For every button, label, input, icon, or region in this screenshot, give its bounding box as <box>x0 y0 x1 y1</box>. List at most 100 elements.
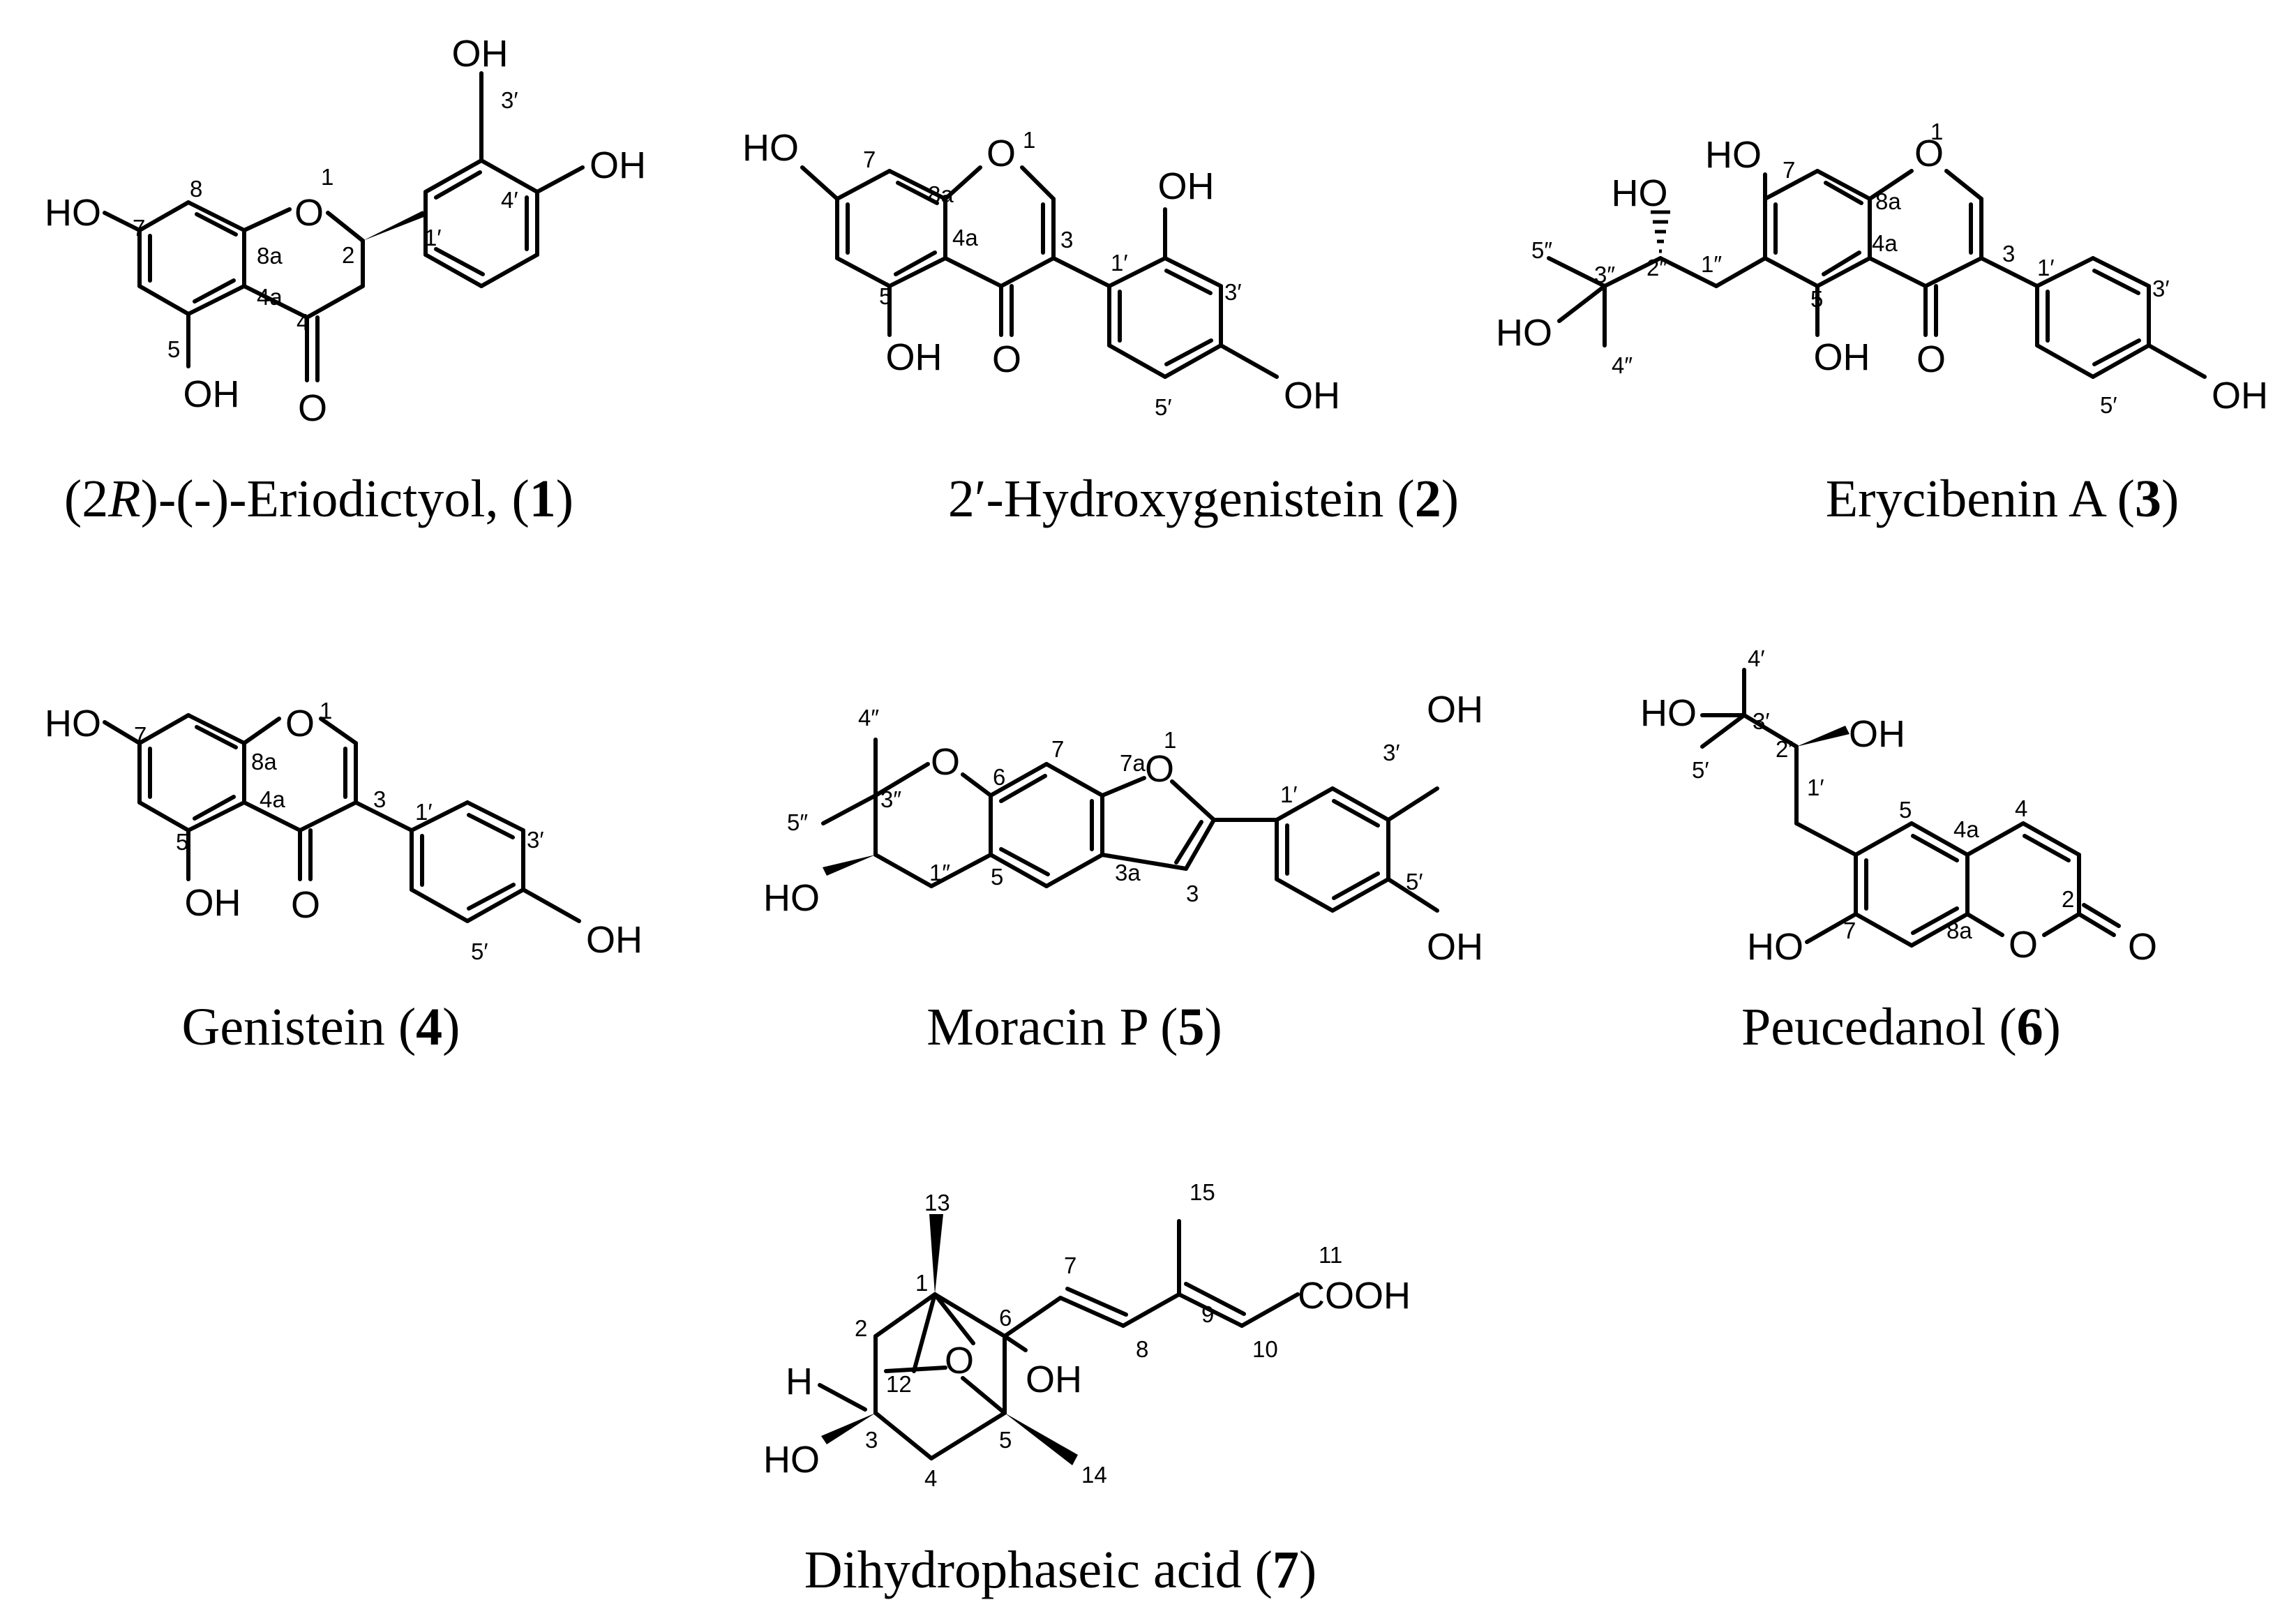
compound-3-pos-2doubleprime: 2″ <box>1646 255 1667 281</box>
compound-1-oh-3prime: OH <box>452 33 509 75</box>
compound-2-oh-2prime: OH <box>1158 165 1215 207</box>
compound-7-structure: COOH H O OH HO 13 15 11 7 1 9 6 2 8 10 1… <box>763 1179 1411 1599</box>
compound-7-caption: Dihydrophaseic acid (7) <box>804 1541 1316 1599</box>
compound-1-o-1: O <box>294 192 324 234</box>
compound-4-oh-4prime: OH <box>586 919 643 961</box>
compound-1-pos-8a: 8a <box>257 243 283 269</box>
compound-6-pos-2prime: 2′ <box>1776 736 1793 762</box>
compound-5-pos-1prime: 1′ <box>1280 781 1298 807</box>
compound-4-pos-3prime: 3′ <box>527 827 544 853</box>
compound-6-ho-7: HO <box>1747 926 1803 968</box>
compound-1-pos-4a: 4a <box>257 284 283 310</box>
compound-4-pos-5prime: 5′ <box>471 938 488 964</box>
compound-7-pos-5: 5 <box>999 1427 1012 1453</box>
compound-2-structure: HO O OH OH O OH 7 1 8a 4a 3 1′ 3′ 5 5′ 2… <box>742 127 1459 528</box>
compound-7-pos-6: 6 <box>999 1305 1012 1331</box>
compound-4-pos-1prime: 1′ <box>415 799 433 825</box>
compound-3-pos-8a: 8a <box>1875 188 1901 214</box>
compound-5-pos-3doubleprime: 3″ <box>880 786 901 812</box>
compound-1-pos-2: 2 <box>342 242 354 268</box>
compound-2-oh-4prime: OH <box>1284 375 1340 417</box>
compound-3-pos-4doubleprime: 4″ <box>1612 352 1633 378</box>
compound-2-o-1: O <box>986 133 1016 174</box>
compound-2-pos-3: 3 <box>1060 227 1073 253</box>
compound-1-ho-7: HO <box>45 192 101 234</box>
compound-1-pos-4prime: 4′ <box>501 187 518 213</box>
compound-1-pos-8: 8 <box>190 176 202 202</box>
compound-5-pos-7a: 7a <box>1120 750 1146 776</box>
compound-6-pos-7: 7 <box>1843 918 1856 943</box>
compound-3-pos-3prime: 3′ <box>2152 276 2170 301</box>
compound-6-caption: Peucedanol (6) <box>1741 998 2061 1056</box>
compound-3-pos-4a: 4a <box>1872 230 1898 256</box>
compound-4-ho-7: HO <box>45 703 101 745</box>
compound-3-pos-1: 1 <box>1930 119 1943 144</box>
compound-1-oh-4prime: OH <box>590 144 646 186</box>
compound-1-pos-4: 4 <box>297 309 309 335</box>
compound-1-pos-1prime: 1′ <box>424 225 442 250</box>
compound-2-pos-4a: 4a <box>952 225 978 250</box>
compound-6-pos-4: 4 <box>2015 795 2027 821</box>
compound-7-oh-6: OH <box>1026 1359 1082 1400</box>
compound-1-oh-5: OH <box>183 373 240 415</box>
compound-5-o-1: O <box>1145 748 1174 790</box>
compound-7-ho-3: HO <box>763 1439 820 1481</box>
compound-7-pos-2: 2 <box>855 1315 867 1341</box>
compound-4-o-1: O <box>285 703 315 745</box>
compound-3-oh-4prime: OH <box>2212 375 2268 417</box>
compound-2-pos-1prime: 1′ <box>1111 250 1128 276</box>
compound-2-pos-7: 7 <box>863 147 876 172</box>
compound-3-structure: HO O HO HO OH O OH 1 7 8a 5″ 3″ 2″ 1″ 4a… <box>1496 119 2268 528</box>
compound-2-o-4: O <box>992 338 1021 380</box>
compound-6-ho-3prime: HO <box>1640 692 1697 734</box>
compound-4-o-4: O <box>291 884 320 926</box>
compound-7-pos-4: 4 <box>924 1465 937 1491</box>
compound-7-h-3: H <box>786 1361 813 1403</box>
compound-5-pos-1: 1 <box>1164 727 1176 753</box>
compound-7-pos-13: 13 <box>924 1190 950 1216</box>
compound-3-ho-2doubleprime: HO <box>1612 172 1668 214</box>
compound-5-pos-3: 3 <box>1186 881 1199 906</box>
compound-2-pos-5: 5 <box>879 283 892 309</box>
compound-7-pos-3: 3 <box>865 1427 878 1453</box>
compound-4-pos-1: 1 <box>320 698 332 724</box>
compound-6-o-2: O <box>2128 926 2157 968</box>
compound-5-pos-6: 6 <box>993 764 1005 790</box>
compound-2-ho-7: HO <box>742 127 799 169</box>
compound-6-pos-4prime: 4′ <box>1748 645 1765 671</box>
compound-6-pos-2: 2 <box>2062 886 2074 912</box>
compound-4-pos-4a: 4a <box>260 786 285 812</box>
compound-3-o-1: O <box>1914 133 1944 174</box>
compound-1-o-4: O <box>298 387 327 429</box>
compound-4-pos-8a: 8a <box>251 749 277 775</box>
compound-4-oh-5: OH <box>185 882 241 924</box>
compound-1-pos-3prime: 3′ <box>501 87 518 113</box>
compound-3-pos-5prime: 5′ <box>2100 392 2117 418</box>
compound-6-structure: HO OH HO O O 4′ 3′ 2′ 5′ 1′ 5 4a 4 2 7 8… <box>1640 645 2157 1056</box>
compound-3-pos-5doubleprime: 5″ <box>1531 237 1552 263</box>
compound-7-pos-15: 15 <box>1190 1179 1215 1205</box>
compound-4-structure: HO O OH O OH 1 7 8a 4a 3 1′ 3′ 5 5′ Geni… <box>45 698 643 1056</box>
compound-5-pos-3prime: 3′ <box>1383 740 1400 765</box>
compound-7-pos-7: 7 <box>1064 1252 1076 1278</box>
compound-6-oh-2prime: OH <box>1849 713 1905 755</box>
compound-7-pos-8: 8 <box>1136 1336 1148 1362</box>
compound-1-pos-1: 1 <box>321 164 333 190</box>
compound-3-pos-3doubleprime: 3″ <box>1594 262 1615 287</box>
compound-3-pos-3: 3 <box>2002 241 2015 267</box>
compound-2-pos-1: 1 <box>1023 127 1035 153</box>
compound-5-pos-5doubleprime: 5″ <box>787 809 808 835</box>
compound-2-pos-8a: 8a <box>928 181 954 207</box>
compound-6-pos-1prime: 1′ <box>1807 775 1824 800</box>
compound-6-pos-8a: 8a <box>1946 918 1972 943</box>
compound-5-oh-5prime: OH <box>1427 926 1483 968</box>
compound-7-o-bridge: O <box>945 1340 974 1382</box>
compound-3-ho-7: HO <box>1705 134 1762 176</box>
compound-2-pos-5prime: 5′ <box>1155 394 1172 420</box>
compound-1-pos-5: 5 <box>167 336 180 362</box>
compound-7-pos-9: 9 <box>1201 1301 1214 1327</box>
compound-5-oh-3prime: OH <box>1427 689 1483 731</box>
compound-3-caption: Erycibenin A (3) <box>1826 470 2179 528</box>
compound-6-pos-4a: 4a <box>1953 816 1979 842</box>
